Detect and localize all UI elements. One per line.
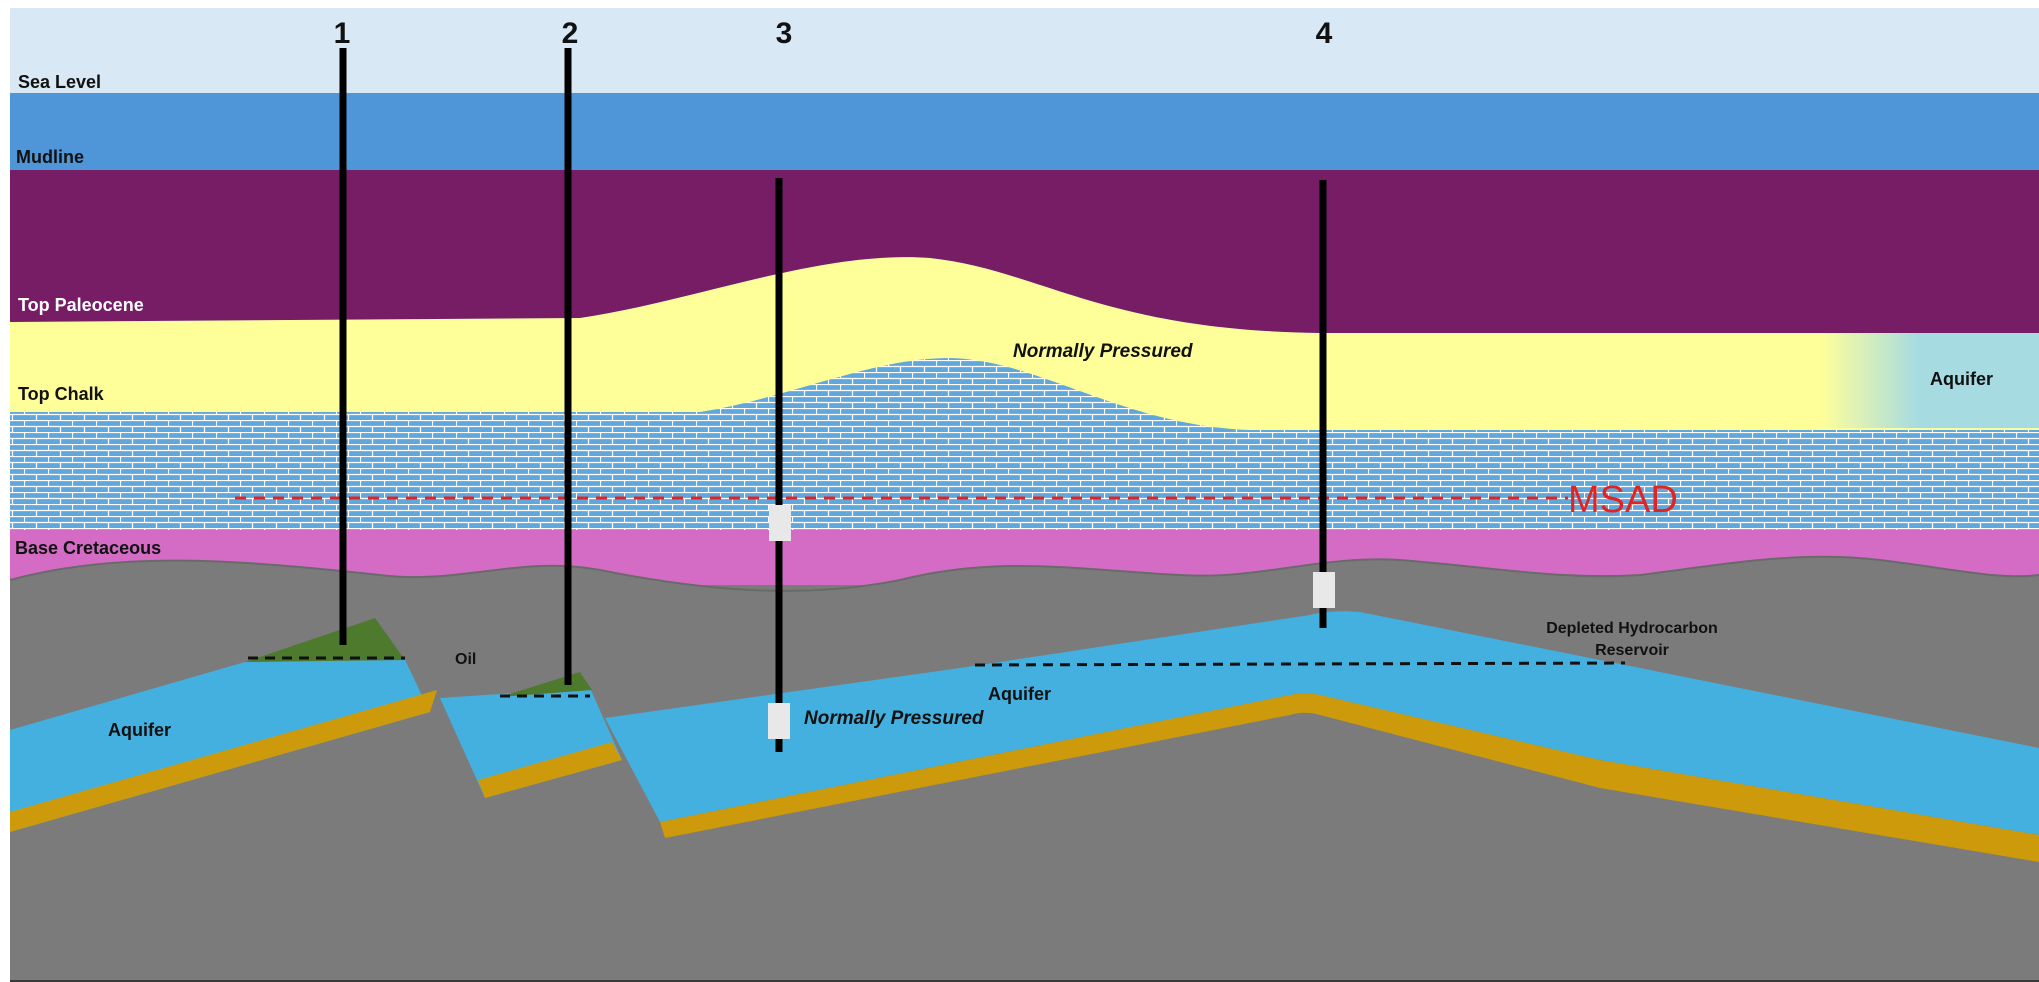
normally-pressured-lower-label: Normally Pressured (804, 708, 984, 729)
normally-pressured-upper-label: Normally Pressured (1013, 341, 1193, 362)
well-3-lower-pressure-marker (768, 703, 790, 739)
mudline-label: Mudline (16, 147, 84, 167)
horizon-labels: Sea Level Mudline Top Paleocene Top Chal… (15, 72, 161, 558)
left-fault-block (10, 618, 437, 832)
well-4-pressure-marker (1313, 572, 1335, 608)
right-reservoir (605, 611, 2039, 862)
aquifer-left-label: Aquifer (108, 720, 171, 740)
owc-depleted-reservoir (974, 661, 1626, 667)
top-chalk-label: Top Chalk (18, 384, 105, 404)
well-1-label: 1 (334, 17, 351, 50)
chalk-layer (10, 355, 2039, 530)
paleocene-sand-layer (10, 257, 2039, 430)
wells (339, 48, 1335, 752)
paleocene-layer (10, 170, 2039, 333)
base-cretaceous-label: Base Cretaceous (15, 538, 161, 558)
sea-level-label: Sea Level (18, 72, 101, 92)
well-4-label: 4 (1316, 17, 1333, 50)
aquifer-right-fade (1820, 333, 2039, 428)
oil-label: Oil (455, 651, 476, 668)
msad-label: MSAD (1568, 479, 1678, 521)
well-labels: 1 2 3 4 (334, 17, 1333, 50)
depleted-reservoir-label-line2: Reservoir (1595, 642, 1669, 659)
depleted-reservoir-label-line1: Depleted Hydrocarbon (1546, 620, 1718, 637)
oil-water-contacts (248, 656, 1626, 698)
well-2-label: 2 (562, 17, 579, 50)
sky-layer (10, 8, 2039, 94)
aquifer-center-label: Aquifer (988, 684, 1051, 704)
annotations: Normally Pressured Normally Pressured Aq… (108, 341, 1993, 740)
top-paleocene-label: Top Paleocene (18, 295, 144, 315)
middle-fault-block (440, 672, 622, 798)
aquifer-right-label: Aquifer (1930, 369, 1993, 389)
well-3-label: 3 (776, 17, 793, 50)
sea-layer (10, 93, 2039, 171)
well-3-upper-pressure-marker (769, 505, 791, 541)
base-cretaceous-bottom-edge (9, 555, 2039, 592)
